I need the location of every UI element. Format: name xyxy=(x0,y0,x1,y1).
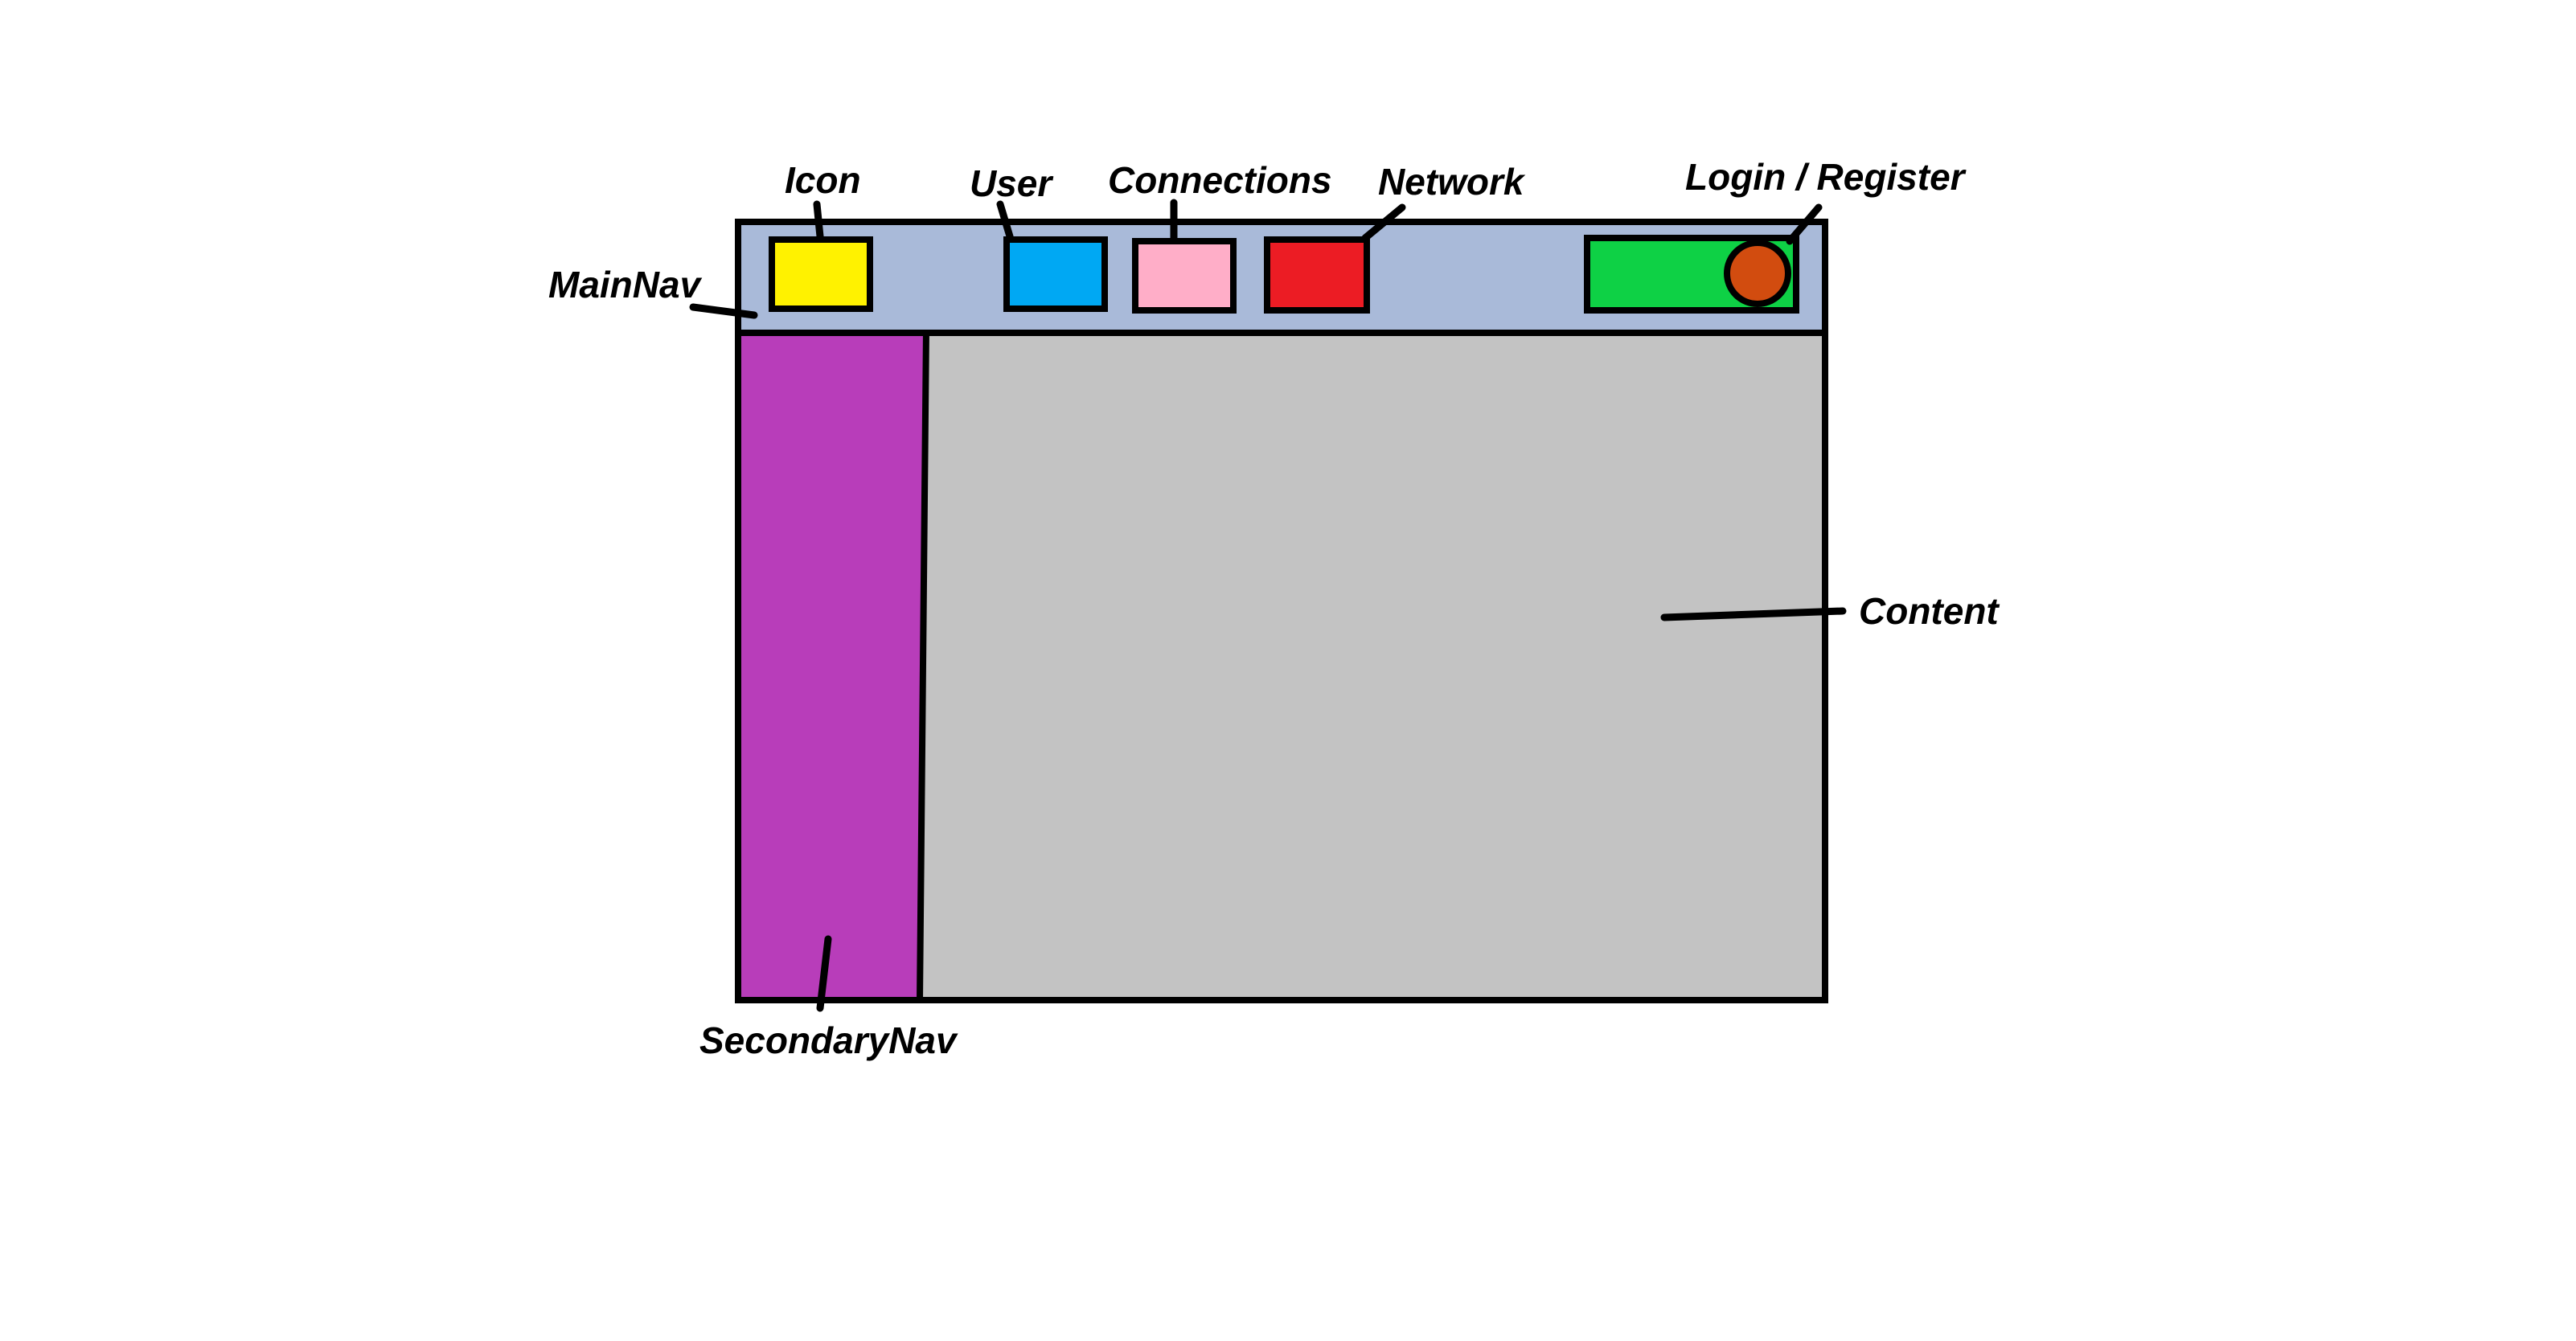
content-leader-line xyxy=(1660,607,1847,621)
connections-box xyxy=(1132,238,1237,314)
secondary-nav-sidebar xyxy=(735,326,930,1003)
network-leader-line xyxy=(1361,203,1406,242)
content-area xyxy=(917,326,1828,1003)
secondary-nav-leader-line xyxy=(816,935,832,1012)
login-register-label: Login / Register xyxy=(1685,156,1967,198)
connections-label: Connections xyxy=(1108,159,1332,201)
main-nav-label: MainNav xyxy=(548,264,703,306)
login-register-leader-line xyxy=(1786,203,1823,245)
icon-label: Icon xyxy=(785,159,861,201)
icon-box xyxy=(769,236,873,312)
secondary-nav-label: SecondaryNav xyxy=(699,1019,958,1061)
network-box xyxy=(1264,236,1370,314)
network-label: Network xyxy=(1378,161,1526,203)
icon-leader-line xyxy=(813,200,824,240)
user-label: User xyxy=(970,162,1053,204)
avatar-circle xyxy=(1724,240,1791,307)
user-leader-line xyxy=(996,200,1014,240)
main-nav-leader-line xyxy=(689,303,758,319)
user-box xyxy=(1003,236,1108,312)
content-label: Content xyxy=(1859,590,2000,632)
